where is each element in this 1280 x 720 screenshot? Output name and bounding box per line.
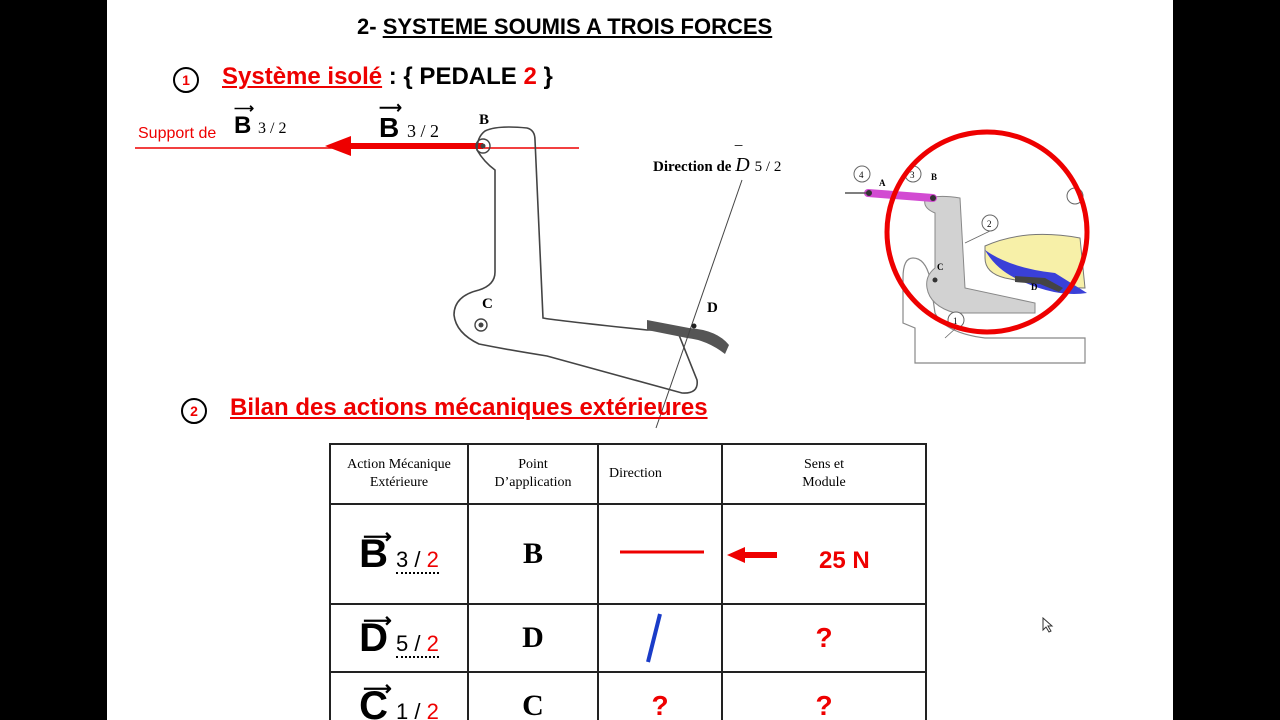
point-d-label: D: [707, 300, 718, 316]
label-4: 4: [859, 170, 864, 180]
cell-direction: [597, 503, 723, 605]
header-sens-module: Sens et Module: [721, 443, 927, 505]
point-b-label: B: [479, 112, 490, 128]
direction-oblique-line: [646, 613, 662, 662]
svg-text:3: 3: [910, 170, 915, 180]
svg-text:2: 2: [987, 219, 992, 229]
section-2-heading: Bilan des actions mécaniques extérieures: [230, 394, 708, 421]
table-header-row: Action Mécanique Extérieure Point D’appl…: [329, 443, 927, 505]
point-c-label: C: [482, 296, 493, 312]
direction-d-label: Direction de ‾D 5 / 2: [653, 144, 782, 176]
pedal-diagram: [135, 126, 743, 429]
actions-table: Action Mécanique Extérieure Point D’appl…: [329, 443, 927, 720]
direction-horizontal-line: [620, 550, 704, 553]
svg-text:A: A: [879, 178, 886, 188]
pedal-outline: [453, 126, 699, 394]
svg-text:B: B: [931, 172, 937, 182]
sens-left-arrow: [727, 547, 777, 563]
cell-sens-module: ?: [721, 671, 927, 720]
slide-title: 2- SYSTEME SOUMIS A TROIS FORCES: [357, 14, 773, 39]
header-direction: Direction: [597, 443, 723, 505]
cell-point: C: [467, 671, 599, 720]
assembly-diagram: 4 A 3 B 2 C D 1: [845, 129, 1090, 364]
svg-text:1: 1: [953, 316, 958, 326]
support-label: Support de: [138, 125, 217, 142]
svg-text:C: C: [937, 262, 944, 272]
section-1-heading: Système isolé : { PEDALE 2 }: [222, 63, 553, 90]
force-vector-label: ⟶B 3 / 2: [379, 100, 440, 143]
header-point: Point D’application: [467, 443, 599, 505]
section-1-number: 1: [173, 67, 199, 93]
mouse-cursor-icon: [1042, 617, 1054, 633]
slide: 2- SYSTEME SOUMIS A TROIS FORCES 1 Systè…: [107, 0, 1173, 720]
cell-direction: [597, 603, 723, 673]
assembly-highlight-circle: [884, 129, 1090, 335]
cell-point: B: [467, 503, 599, 605]
section-2-number: 2: [181, 398, 207, 424]
direction-line-d: [655, 179, 743, 429]
header-action: Action Mécanique Extérieure: [329, 443, 469, 505]
cell-sens-module: ?: [721, 603, 927, 673]
svg-text:D: D: [1031, 282, 1038, 292]
cell-sens-module: 25 N: [721, 503, 927, 605]
force-arrow-b-head: [325, 136, 351, 156]
support-vector-label: ⟶B 3 / 2: [234, 100, 287, 139]
cell-point: D: [467, 603, 599, 673]
cell-direction: ?: [597, 671, 723, 720]
